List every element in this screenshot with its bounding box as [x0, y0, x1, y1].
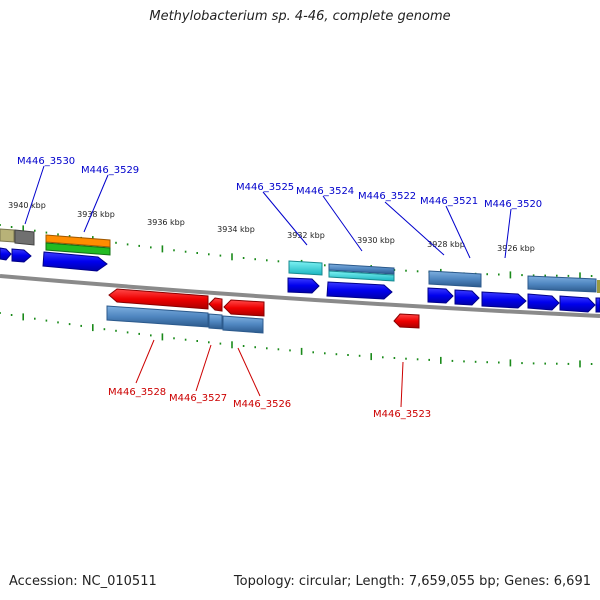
gene-label: M446_3522: [358, 191, 416, 202]
tick-label: 3932 kbp: [287, 231, 325, 240]
map-title: Methylobacterium sp. 4-46, complete geno…: [149, 9, 451, 24]
gene-label: M446_3527: [169, 393, 227, 404]
feature-orange: [45, 234, 111, 248]
cds-arrow-forward: [454, 289, 480, 306]
leader-line: [195, 344, 212, 392]
leader-line: [135, 339, 155, 384]
label-leaders: [24, 165, 512, 408]
tick-label: 3940 kbp: [8, 201, 46, 210]
cds-arrow-forward: [326, 281, 393, 300]
feature-steel: [428, 270, 482, 288]
gene-label: M446_3528: [108, 387, 166, 398]
gene-label: M446_3521: [420, 196, 478, 207]
tick-label: 3938 kbp: [77, 210, 115, 219]
leader-line: [262, 191, 308, 246]
forward-gene-labels: M446_3530 M446_3529 M446_3525 M446_3524 …: [17, 156, 542, 210]
cds-arrow-reverse: [393, 313, 420, 329]
leader-line: [504, 208, 512, 259]
feature-olive: [597, 280, 600, 293]
accession-text: Accession: NC_010511: [9, 574, 157, 589]
tick-label: 3926 kbp: [497, 244, 535, 253]
leader-line: [237, 347, 261, 397]
cds-arrow-forward: [427, 287, 454, 304]
reverse-cds-arrows: [108, 288, 420, 329]
tick-label: 3928 kbp: [427, 240, 465, 249]
forward-cds-arrows: [0, 247, 600, 313]
cds-arrow-forward: [42, 251, 108, 272]
cds-arrow-forward: [481, 291, 527, 309]
gene-label: M446_3526: [233, 399, 291, 410]
cds-arrow-forward: [559, 295, 596, 313]
gene-label: M446_3520: [484, 199, 542, 210]
topology-text: Topology: circular; Length: 7,659,055 bp…: [233, 574, 591, 589]
cds-arrow-forward: [595, 297, 600, 313]
gene-label: M446_3530: [17, 156, 75, 167]
feature-cyan: [288, 260, 323, 276]
tick-label: 3930 kbp: [357, 236, 395, 245]
feature-cyan: [328, 270, 395, 282]
leader-line: [322, 195, 363, 252]
gene-bar: [222, 315, 264, 334]
upper-feature-bars: [0, 228, 600, 293]
gene-bar: [208, 313, 223, 330]
feature-steel: [328, 263, 395, 275]
leader-line: [24, 165, 45, 225]
gene-label: M446_3523: [373, 409, 431, 420]
cds-arrow-forward: [0, 247, 12, 261]
feature-green: [45, 242, 111, 256]
gene-bar: [106, 305, 209, 328]
backbone: [0, 274, 600, 318]
gene-label: M446_3525: [236, 182, 294, 193]
gene-bars: [106, 305, 264, 334]
tick-label: 3934 kbp: [217, 225, 255, 234]
leader-line: [445, 205, 471, 259]
cds-arrow-forward: [287, 277, 320, 294]
cds-arrow-reverse: [223, 299, 265, 317]
leader-line: [83, 174, 109, 233]
cds-arrow-reverse: [108, 288, 209, 310]
cds-arrow-forward: [11, 248, 32, 263]
tick-label: 3936 kbp: [147, 218, 185, 227]
feature-tan: [0, 228, 15, 243]
leader-line: [400, 361, 404, 408]
feature-steel: [527, 275, 597, 293]
cds-arrow-forward: [527, 293, 560, 311]
gene-label: M446_3524: [296, 186, 354, 197]
cds-arrow-reverse: [208, 297, 223, 312]
leader-line: [384, 201, 445, 256]
feature-gray: [14, 229, 35, 246]
tick-labels: 3940 kbp 3938 kbp 3936 kbp 3934 kbp 3932…: [8, 201, 535, 253]
gene-label: M446_3529: [81, 165, 139, 176]
reverse-gene-labels: M446_3528 M446_3527 M446_3526 M446_3523: [108, 387, 431, 420]
